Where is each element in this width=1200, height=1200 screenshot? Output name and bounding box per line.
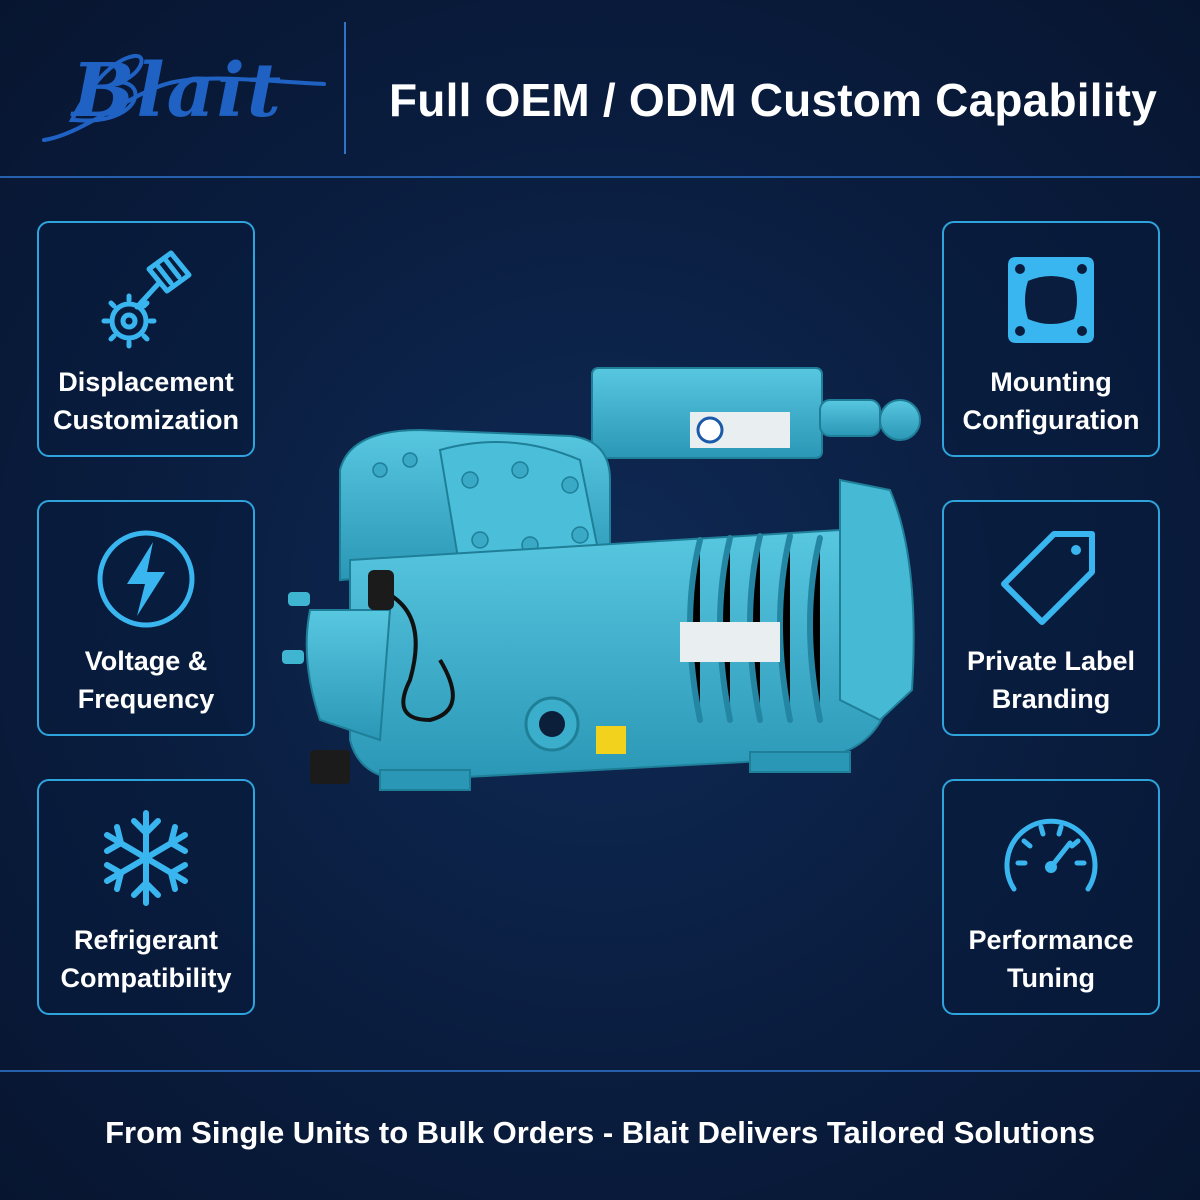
footer-tagline: From Single Units to Bulk Orders - Blait… [105,1115,1095,1150]
feature-label: Private Label Branding [966,646,1136,714]
speedometer-icon [1004,818,1098,892]
feature-card-refrigerant: Refrigerant Compatibility [37,779,255,1015]
bottom-divider [0,1070,1200,1072]
header: Blait Full OEM / ODM Custom Capability [0,0,1200,176]
snowflake-icon [104,810,188,906]
logo-text: Blait [70,48,283,134]
page-title: Full OEM / ODM Custom Capability [389,74,1157,126]
lightning-icon [97,530,195,628]
feature-card-branding: Private Label Branding [942,500,1160,736]
feature-label: Mounting Configuration [962,367,1140,435]
piston-gear-icon [101,250,192,349]
blait-logo: Blait [42,48,326,142]
feature-label: Performance Tuning [968,925,1134,993]
feature-label: Displacement Customization [53,367,239,435]
compressor-image [282,367,921,791]
price-tag-icon [1001,531,1095,625]
mounting-plate-icon [1008,257,1094,343]
header-divider [344,22,346,154]
feature-card-performance: Performance Tuning [942,779,1160,1015]
feature-card-voltage: Voltage & Frequency [37,500,255,736]
feature-card-mounting: Mounting Configuration [942,221,1160,457]
feature-card-displacement: Displacement Customization [37,221,255,457]
feature-label: Refrigerant Compatibility [60,925,232,993]
feature-label: Voltage & Frequency [77,646,215,714]
top-divider [0,176,1200,178]
